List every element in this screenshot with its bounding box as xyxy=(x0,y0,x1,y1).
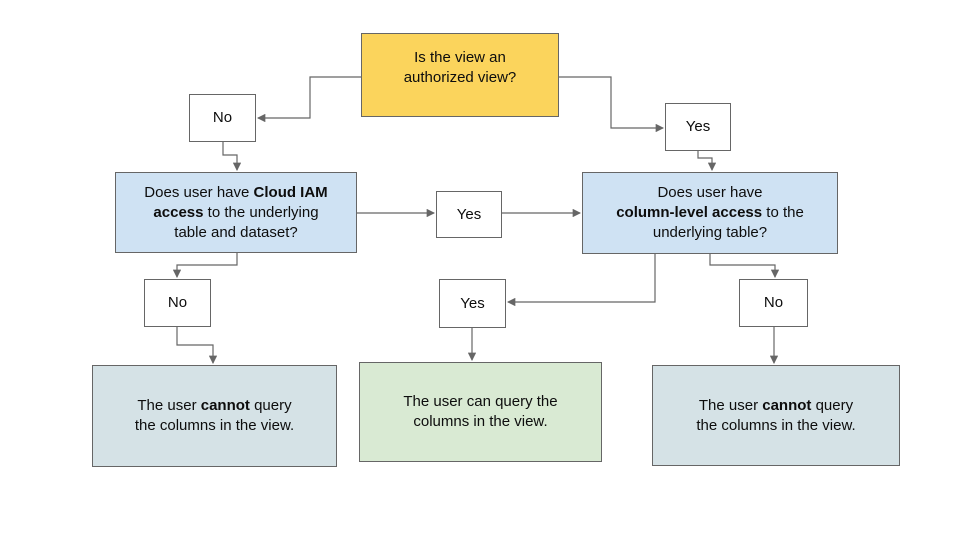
node-branch-no: No xyxy=(189,94,256,142)
node-label: Is the view an xyxy=(414,49,506,66)
node-label: the columns in the view. xyxy=(696,416,856,434)
edge-column-question-to-no xyxy=(709,254,780,279)
node-result-cannot-right: The user cannot query the columns in the… xyxy=(652,365,900,466)
node-label: authorized view? xyxy=(403,69,517,86)
node-label: Yes xyxy=(456,205,482,223)
edge-no-to-result-left xyxy=(176,327,218,365)
node-label: Yes xyxy=(460,294,485,312)
node-label: The user cannot query xyxy=(698,396,854,414)
node-label: The user cannot query xyxy=(137,397,292,414)
node-column-yes: Yes xyxy=(439,279,506,328)
node-label: the columns in the view. xyxy=(134,417,295,434)
node-label: No xyxy=(763,294,784,311)
edge-root-to-yes xyxy=(559,76,665,133)
node-label: Does user have xyxy=(657,184,763,201)
node-label: underlying table? xyxy=(652,224,768,241)
node-branch-yes: Yes xyxy=(665,103,731,151)
node-label: The user can query the xyxy=(403,393,558,410)
node-label: No xyxy=(212,109,233,126)
node-result-cannot-left: The user cannot query the columns in the… xyxy=(92,365,337,467)
node-column-question: Does user have column-level access to th… xyxy=(582,172,838,254)
node-label: No xyxy=(167,294,188,311)
node-iam-no: No xyxy=(144,279,211,327)
node-label: access to the underlying xyxy=(153,203,319,221)
node-column-no: No xyxy=(739,279,808,327)
node-label: Yes xyxy=(685,118,711,135)
node-result-can: The user can query the columns in the vi… xyxy=(359,362,602,462)
node-label: columns in the view. xyxy=(413,413,548,430)
node-label: column-level access to the xyxy=(616,204,804,221)
edge-column-question-to-yes xyxy=(506,254,656,307)
edge-root-to-no xyxy=(256,76,361,123)
node-root-question: Is the view an authorized view? xyxy=(361,33,559,117)
edge-no-to-iam-question xyxy=(222,142,242,172)
node-iam-question: Does user have Cloud IAM access to the u… xyxy=(115,172,357,253)
node-label: Does user have Cloud IAM xyxy=(144,183,328,201)
node-label: table and dataset? xyxy=(174,223,298,241)
node-iam-yes: Yes xyxy=(436,191,502,238)
edge-yes-to-column-question xyxy=(697,151,717,172)
edge-iam-question-to-no xyxy=(172,253,238,279)
